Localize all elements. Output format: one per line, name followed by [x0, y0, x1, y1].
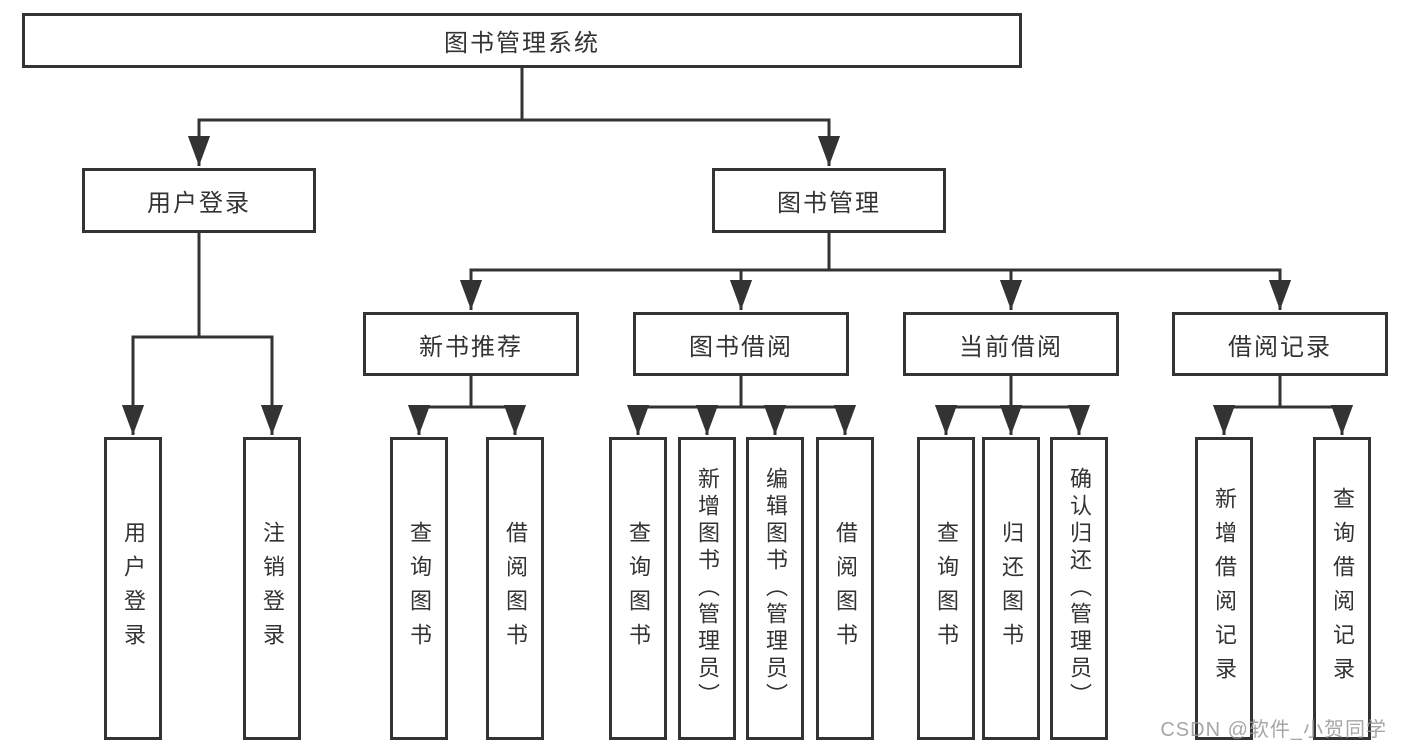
node-new-book-recommend: 新书推荐: [363, 312, 579, 376]
node-current-borrow: 当前借阅: [903, 312, 1119, 376]
node-user-login: 用户登录: [82, 168, 316, 233]
leaf-query-books-current: 查询图书: [917, 437, 975, 740]
node-book-borrow: 图书借阅: [633, 312, 849, 376]
watermark: CSDN @软件_小贺同学: [1160, 719, 1387, 741]
node-root-system: 图书管理系统: [22, 13, 1022, 68]
leaf-add-book-admin: 新增图书（管理员）: [678, 437, 736, 740]
leaf-confirm-return-admin: 确认归还（管理员）: [1050, 437, 1108, 740]
leaf-edit-book-admin: 编辑图书（管理员）: [746, 437, 804, 740]
leaf-borrow-books-newbook: 借阅图书: [486, 437, 544, 740]
leaf-query-books-borrow: 查询图书: [609, 437, 667, 740]
node-book-management: 图书管理: [712, 168, 946, 233]
leaf-add-borrow-record: 新增借阅记录: [1195, 437, 1253, 740]
leaf-query-borrow-record: 查询借阅记录: [1313, 437, 1371, 740]
leaf-borrow-books-borrow: 借阅图书: [816, 437, 874, 740]
leaf-user-login: 用户登录: [104, 437, 162, 740]
leaf-query-books-newbook: 查询图书: [390, 437, 448, 740]
leaf-logout: 注销登录: [243, 437, 301, 740]
leaf-return-book: 归还图书: [982, 437, 1040, 740]
node-borrow-records: 借阅记录: [1172, 312, 1388, 376]
